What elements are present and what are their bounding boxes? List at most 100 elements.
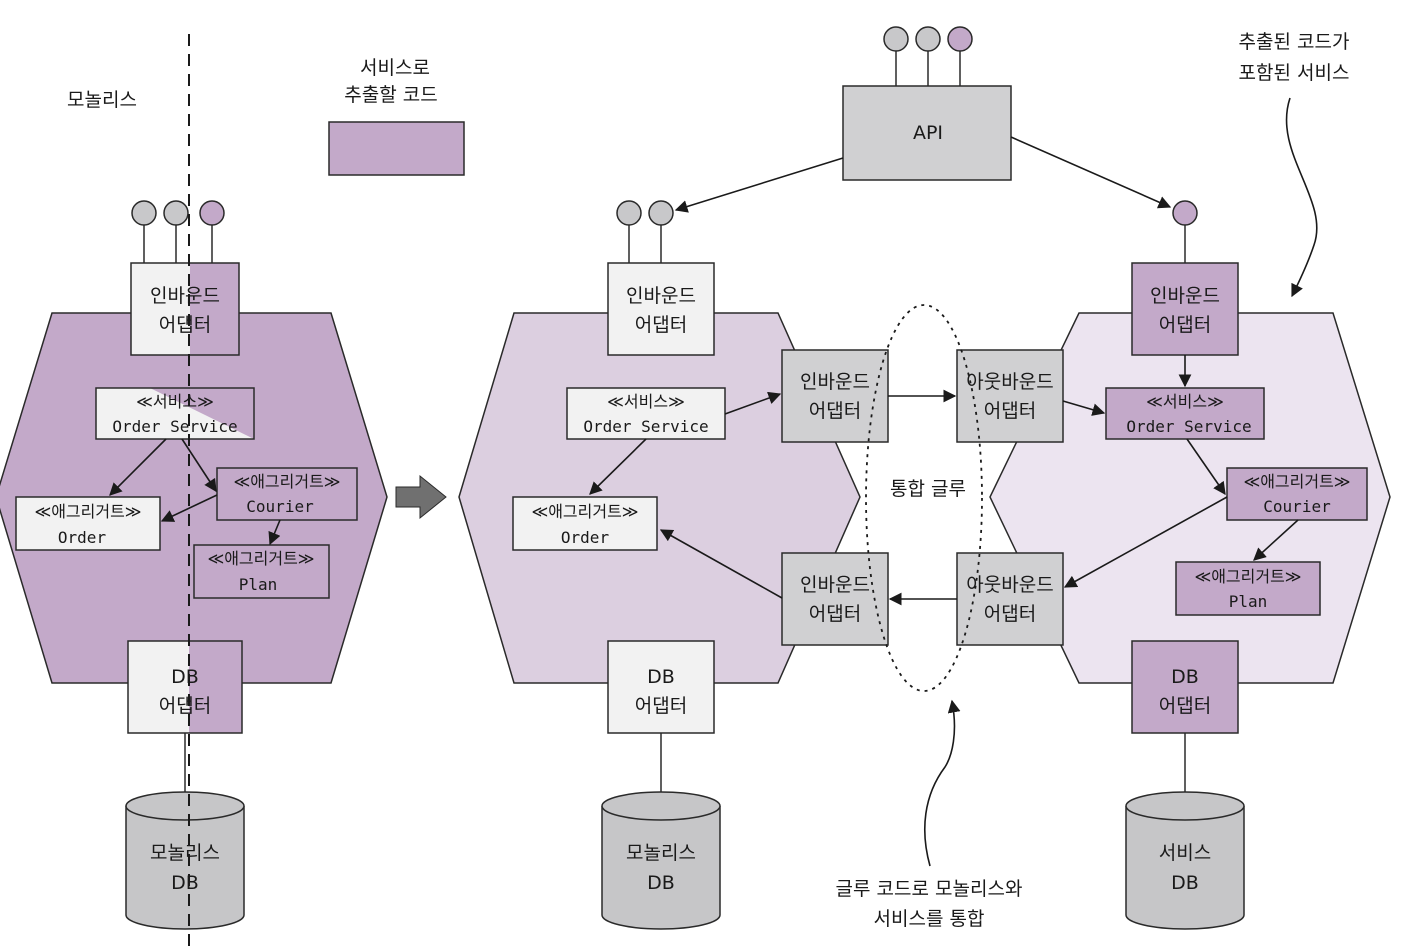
monolith-courier-aggregate: ≪애그리거트≫ Courier — [216, 467, 358, 521]
svg-text:Plan: Plan — [1229, 592, 1268, 611]
transition-arrow-icon — [395, 474, 447, 520]
monolith-after-order-service: ≪서비스≫ Order Service — [566, 387, 726, 440]
svg-text:아웃바운드: 아웃바운드 — [966, 371, 1053, 393]
svg-text:어댑터: 어댑터 — [159, 314, 211, 336]
monolith-db: 모놀리스 DB — [125, 791, 245, 930]
svg-text:인바운드: 인바운드 — [800, 371, 870, 393]
svg-text:DB: DB — [1171, 666, 1199, 688]
svg-text:인바운드: 인바운드 — [1150, 285, 1220, 307]
port-icon-extracted — [947, 26, 973, 52]
svg-text:서비스로: 서비스로 — [360, 57, 430, 79]
monolith-after-hexagon — [458, 312, 861, 684]
monolith-after-inbound-adapter: 인바운드 어댑터 — [607, 262, 715, 356]
service-panel: 인바운드 어댑터 아웃바운드 어댑터 아웃바운드 어댑터 ≪서비스≫ Order… — [956, 200, 1391, 930]
svg-text:어댑터: 어댑터 — [809, 603, 861, 625]
svg-text:Courier: Courier — [246, 497, 314, 516]
svg-text:어댑터: 어댑터 — [635, 314, 687, 336]
monolith-after-db-adapter: DB 어댑터 — [607, 640, 715, 734]
service-db: 서비스 DB — [1125, 791, 1245, 930]
glue-inbound-adapter-lower: 인바운드 어댑터 — [781, 552, 889, 646]
svg-text:≪서비스≫: ≪서비스≫ — [607, 392, 685, 411]
svg-text:어댑터: 어댑터 — [809, 400, 861, 422]
monolith-plan-aggregate: ≪애그리거트≫ Plan — [193, 544, 330, 599]
monolith-after-panel: 인바운드 어댑터 ≪서비스≫ Order Service ≪애그리거트≫ Ord… — [458, 200, 889, 930]
monolith-panel: 모놀리스 인바운드 어댑터 ≪서비스≫ Order Service — [0, 34, 388, 946]
glue-outbound-adapter-upper: 아웃바운드 어댑터 — [956, 349, 1064, 443]
svg-text:어댑터: 어댑터 — [159, 695, 211, 717]
svg-text:Courier: Courier — [1263, 497, 1331, 516]
svg-text:≪애그리거트≫: ≪애그리거트≫ — [34, 502, 141, 521]
svg-text:어댑터: 어댑터 — [1159, 314, 1211, 336]
svg-text:모놀리스: 모놀리스 — [626, 842, 696, 864]
svg-text:DB: DB — [171, 872, 199, 894]
monolith-after-arrows — [589, 391, 783, 599]
svg-text:≪서비스≫: ≪서비스≫ — [136, 392, 214, 411]
svg-text:Plan: Plan — [239, 575, 278, 594]
svg-text:어댑터: 어댑터 — [984, 400, 1036, 422]
svg-text:≪애그리거트≫: ≪애그리거트≫ — [233, 472, 340, 491]
service-db-adapter: DB 어댑터 — [1131, 640, 1239, 734]
svg-text:서비스를 통합: 서비스를 통합 — [874, 908, 985, 930]
monolith-order-aggregate: ≪애그리거트≫ Order — [15, 496, 161, 551]
port-icon — [163, 200, 189, 226]
legend-swatch — [328, 121, 465, 176]
svg-text:모놀리스: 모놀리스 — [150, 842, 220, 864]
svg-text:글루 코드로 모놀리스와: 글루 코드로 모놀리스와 — [836, 878, 1023, 900]
svg-text:Order Service: Order Service — [112, 417, 237, 436]
port-icon — [131, 200, 157, 226]
svg-text:≪애그리거트≫: ≪애그리거트≫ — [1243, 472, 1350, 491]
svg-text:어댑터: 어댑터 — [1159, 695, 1211, 717]
svg-text:아웃바운드: 아웃바운드 — [966, 574, 1053, 596]
service-arrows — [1062, 355, 1299, 588]
monolith-db-adapter: DB 어댑터 — [127, 640, 243, 734]
glue-inbound-adapter-upper: 인바운드 어댑터 — [781, 349, 889, 443]
monolith-ports — [131, 200, 225, 263]
svg-text:포함된 서비스: 포함된 서비스 — [1239, 62, 1350, 84]
svg-text:≪애그리거트≫: ≪애그리거트≫ — [1194, 567, 1301, 586]
svg-text:DB: DB — [1171, 872, 1199, 894]
port-icon-extracted — [1172, 200, 1198, 226]
glue-outbound-adapter-lower: 아웃바운드 어댑터 — [956, 552, 1064, 646]
port-icon-extracted — [199, 200, 225, 226]
svg-text:≪애그리거트≫: ≪애그리거트≫ — [531, 502, 638, 521]
svg-text:어댑터: 어댑터 — [635, 695, 687, 717]
service-inbound-adapter: 인바운드 어댑터 — [1131, 262, 1239, 356]
svg-text:어댑터: 어댑터 — [984, 603, 1036, 625]
integration-glue: 통합 글루 — [865, 304, 983, 692]
svg-text:통합 글루: 통합 글루 — [890, 478, 966, 500]
monolith-arrows — [109, 438, 281, 546]
svg-text:인바운드: 인바운드 — [150, 285, 220, 307]
monolith-inbound-adapter: 인바운드 어댑터 — [130, 262, 240, 356]
svg-text:추출된 코드가: 추출된 코드가 — [1239, 31, 1350, 53]
svg-text:Order Service: Order Service — [583, 417, 708, 436]
svg-text:Order Service: Order Service — [1126, 417, 1251, 436]
svg-text:DB: DB — [647, 666, 675, 688]
monolith-after-db: 모놀리스 DB — [601, 791, 721, 930]
svg-text:추출할 코드: 추출할 코드 — [344, 84, 437, 106]
service-order-service: ≪서비스≫ Order Service — [1105, 387, 1265, 440]
port-icon — [883, 26, 909, 52]
service-plan-aggregate: ≪애그리거트≫ Plan — [1175, 561, 1321, 616]
svg-text:서비스: 서비스 — [1159, 842, 1211, 864]
port-icon — [915, 26, 941, 52]
callout-glue-code: 글루 코드로 모놀리스와 서비스를 통합 — [836, 699, 1023, 930]
svg-text:≪애그리거트≫: ≪애그리거트≫ — [207, 549, 314, 568]
svg-text:≪서비스≫: ≪서비스≫ — [1146, 392, 1224, 411]
monolith-after-order-aggregate: ≪애그리거트≫ Order — [512, 496, 658, 551]
svg-text:Order: Order — [561, 528, 610, 547]
svg-text:API: API — [913, 122, 943, 144]
service-courier-aggregate: ≪애그리거트≫ Courier — [1226, 467, 1368, 521]
legend-extract-code: 서비스로 추출할 코드 — [328, 57, 465, 176]
svg-text:인바운드: 인바운드 — [800, 574, 870, 596]
svg-text:DB: DB — [647, 872, 675, 894]
svg-text:DB: DB — [171, 666, 199, 688]
port-icon — [648, 200, 674, 226]
monolith-heading: 모놀리스 — [67, 89, 137, 111]
port-icon — [616, 200, 642, 226]
svg-text:Order: Order — [58, 528, 107, 547]
svg-text:인바운드: 인바운드 — [626, 285, 696, 307]
api-gateway: API — [674, 26, 1172, 213]
callout-extracted-service: 추출된 코드가 포함된 서비스 — [1239, 31, 1350, 298]
glue-boundary — [865, 304, 983, 692]
